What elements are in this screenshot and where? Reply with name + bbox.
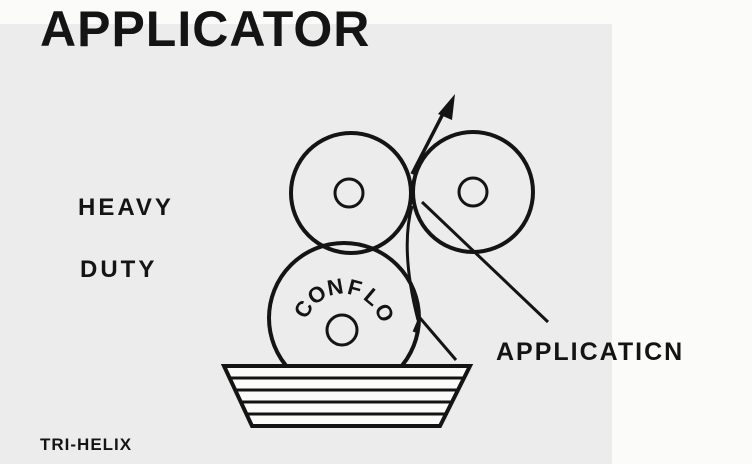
upper-right-roller <box>411 130 535 254</box>
page-title: APPLICATOR <box>40 1 371 57</box>
application-label: APPLICATICN <box>496 338 685 366</box>
web-path <box>405 200 550 361</box>
conflo-letter: F <box>345 274 364 302</box>
duty-label: DUTY <box>80 256 158 283</box>
upper-left-roller <box>289 131 413 255</box>
up-arrow-icon <box>410 94 455 175</box>
conflo-letter: N <box>325 273 345 300</box>
heavy-label: HEAVY <box>78 194 174 221</box>
tri-helix-label: TRI-HELIX <box>40 435 133 454</box>
coating-pan <box>220 364 474 428</box>
